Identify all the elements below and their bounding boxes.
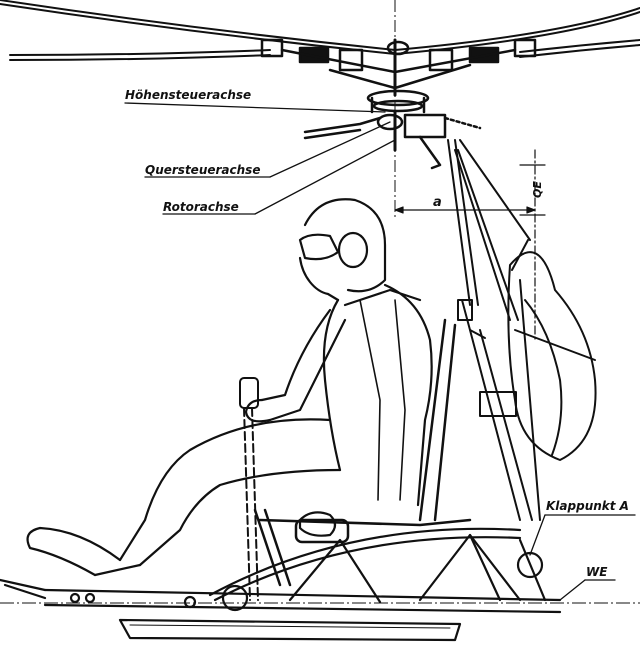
control-stick xyxy=(239,377,259,601)
label-we: WE xyxy=(586,565,608,579)
dimension-qe xyxy=(519,164,546,216)
label-dimension-qe: QE xyxy=(531,181,544,198)
mast-and-struts xyxy=(447,139,541,521)
label-dimension-a: a xyxy=(433,195,442,210)
leader-lines xyxy=(124,102,636,601)
control-head xyxy=(303,110,482,170)
parachute-pack xyxy=(507,239,597,461)
rotor-hub xyxy=(260,38,537,114)
seat-frame xyxy=(253,318,472,587)
keel-frame xyxy=(0,527,562,642)
label-quersteuerachse: Quersteuerachse xyxy=(145,163,260,177)
label-rotorachse: Rotorachse xyxy=(163,200,239,214)
label-klappunkt: Klappunkt A xyxy=(546,499,629,513)
dimension-a xyxy=(394,149,536,341)
label-hoehensteuerachse: Höhensteuerachse xyxy=(125,88,251,102)
pilot-figure xyxy=(26,198,433,577)
